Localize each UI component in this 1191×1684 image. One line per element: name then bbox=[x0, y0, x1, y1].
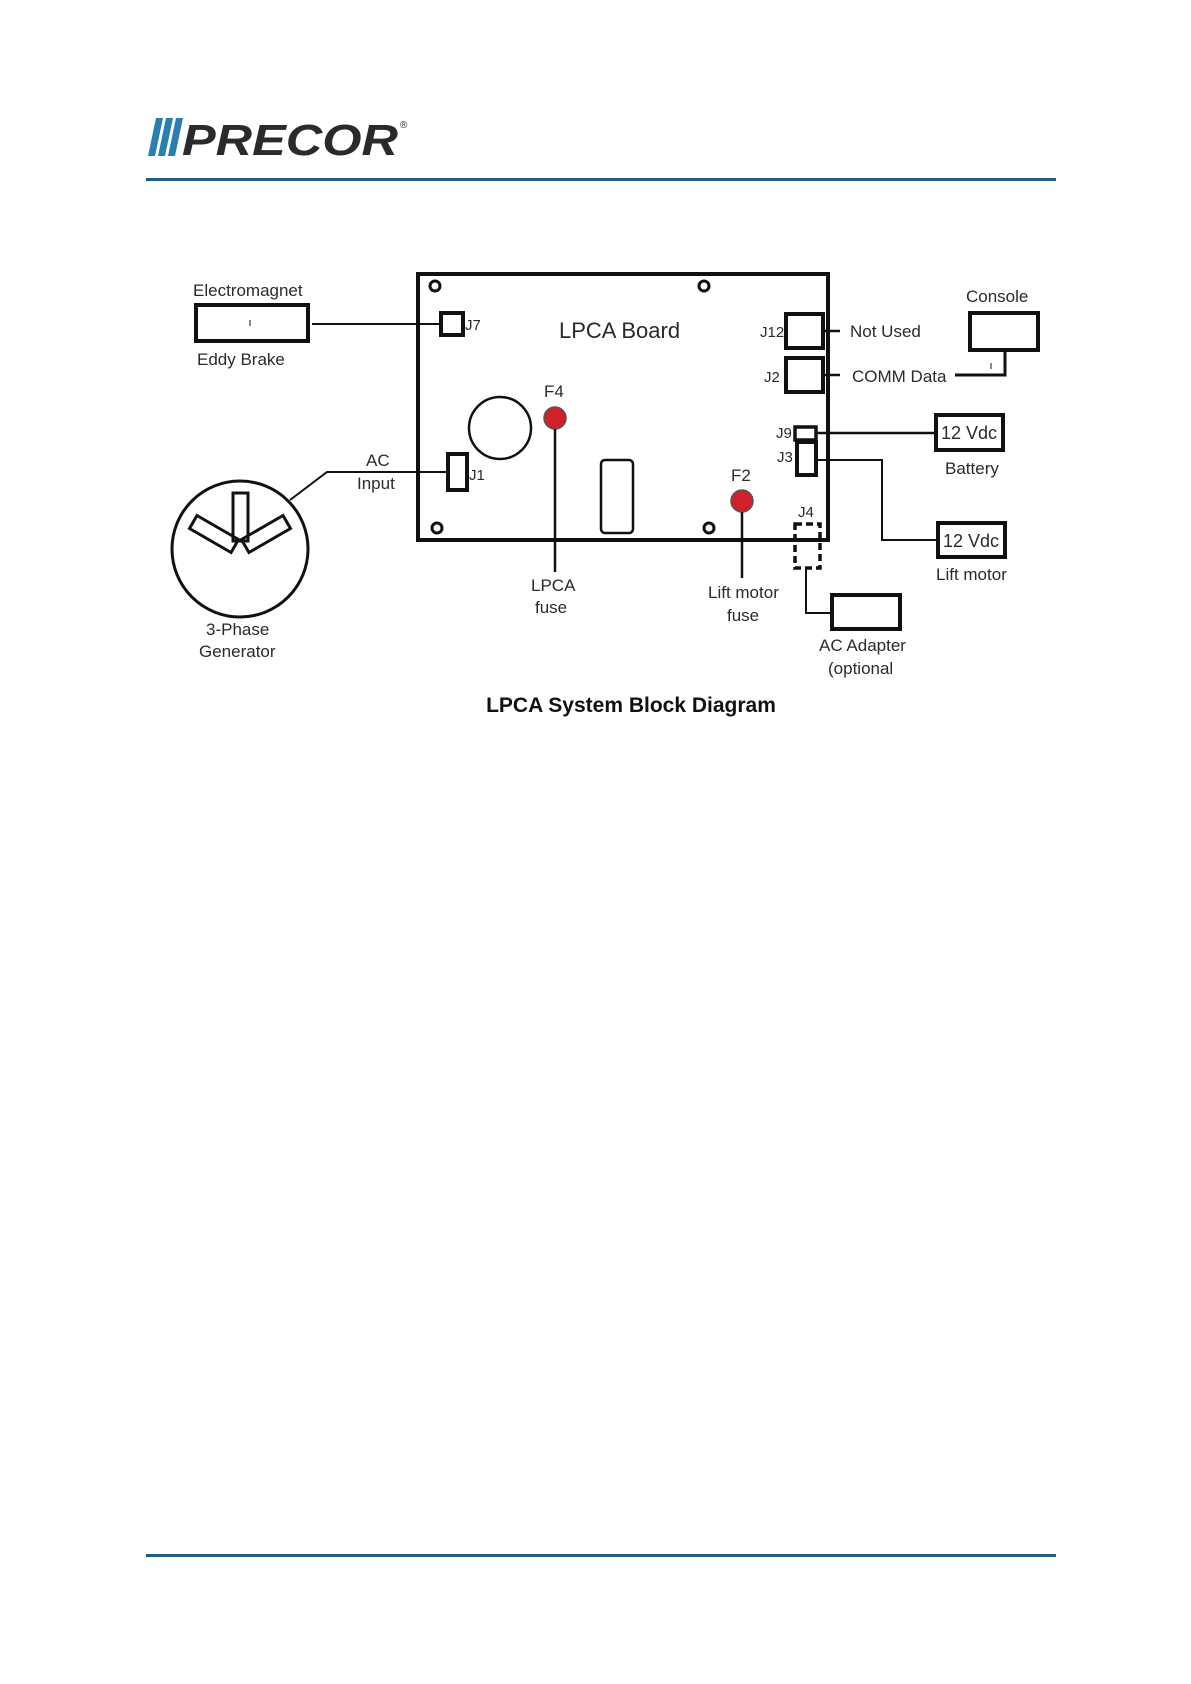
wire-comm-console bbox=[955, 350, 1005, 375]
mounting-hole bbox=[704, 523, 714, 533]
mounting-hole bbox=[430, 281, 440, 291]
label-ac-input-2: Input bbox=[357, 474, 395, 493]
connector-j4 bbox=[795, 524, 820, 568]
wire-j4-ac-adapter bbox=[806, 568, 832, 613]
label-lpca-fuse-1: LPCA bbox=[531, 576, 576, 595]
fuse-f4 bbox=[544, 407, 566, 429]
lpca-board bbox=[418, 274, 828, 540]
label-lift-fuse-1: Lift motor bbox=[708, 583, 779, 602]
label-lift-fuse-2: fuse bbox=[727, 606, 759, 625]
fuse-f2 bbox=[731, 490, 753, 512]
capacitor bbox=[469, 397, 531, 459]
label-ac-adapter-1: AC Adapter bbox=[819, 636, 906, 655]
label-j1: J1 bbox=[469, 467, 485, 484]
label-lift-voltage: 12 Vdc bbox=[943, 531, 999, 551]
label-console: Console bbox=[966, 287, 1028, 306]
label-battery-voltage: 12 Vdc bbox=[941, 423, 997, 443]
winding bbox=[189, 516, 238, 553]
label-generator-2: Generator bbox=[199, 642, 276, 661]
connector-j3 bbox=[797, 442, 816, 475]
label-j9: J9 bbox=[776, 425, 792, 442]
label-j3: J3 bbox=[777, 449, 793, 466]
connector-j9 bbox=[795, 427, 816, 440]
label-j2: J2 bbox=[764, 369, 780, 386]
connector-j1 bbox=[448, 454, 467, 490]
electromagnet-block bbox=[196, 305, 308, 341]
footer-rule bbox=[146, 1554, 1056, 1557]
console-block bbox=[970, 313, 1038, 350]
label-lift-motor: Lift motor bbox=[936, 565, 1007, 584]
diagram-caption: LPCA System Block Diagram bbox=[0, 694, 1191, 718]
label-ac-adapter-2: (optional bbox=[828, 659, 893, 678]
ac-adapter-block bbox=[832, 595, 900, 629]
label-f2: F2 bbox=[731, 466, 751, 485]
label-battery: Battery bbox=[945, 459, 999, 478]
label-electromagnet: Electromagnet bbox=[193, 281, 303, 300]
label-lpca-fuse-2: fuse bbox=[535, 598, 567, 617]
label-ac-input-1: AC bbox=[366, 451, 390, 470]
wire-j3-lift-motor bbox=[816, 460, 938, 540]
connector-j7 bbox=[441, 313, 463, 335]
generator-windings bbox=[189, 493, 290, 552]
label-not-used: Not Used bbox=[850, 322, 921, 341]
mounting-hole bbox=[699, 281, 709, 291]
label-j12: J12 bbox=[760, 324, 784, 341]
label-generator-1: 3-Phase bbox=[206, 620, 269, 639]
relay-component bbox=[601, 460, 633, 533]
label-f4: F4 bbox=[544, 382, 564, 401]
label-j4: J4 bbox=[798, 504, 814, 521]
label-j7: J7 bbox=[465, 317, 481, 334]
connector-j2 bbox=[786, 358, 823, 392]
connector-j12 bbox=[786, 314, 823, 348]
winding bbox=[233, 493, 248, 541]
mounting-hole bbox=[432, 523, 442, 533]
generator-circle bbox=[172, 481, 308, 617]
label-eddy-brake: Eddy Brake bbox=[197, 350, 285, 369]
board-title: LPCA Board bbox=[559, 318, 680, 343]
label-comm-data: COMM Data bbox=[852, 367, 947, 386]
